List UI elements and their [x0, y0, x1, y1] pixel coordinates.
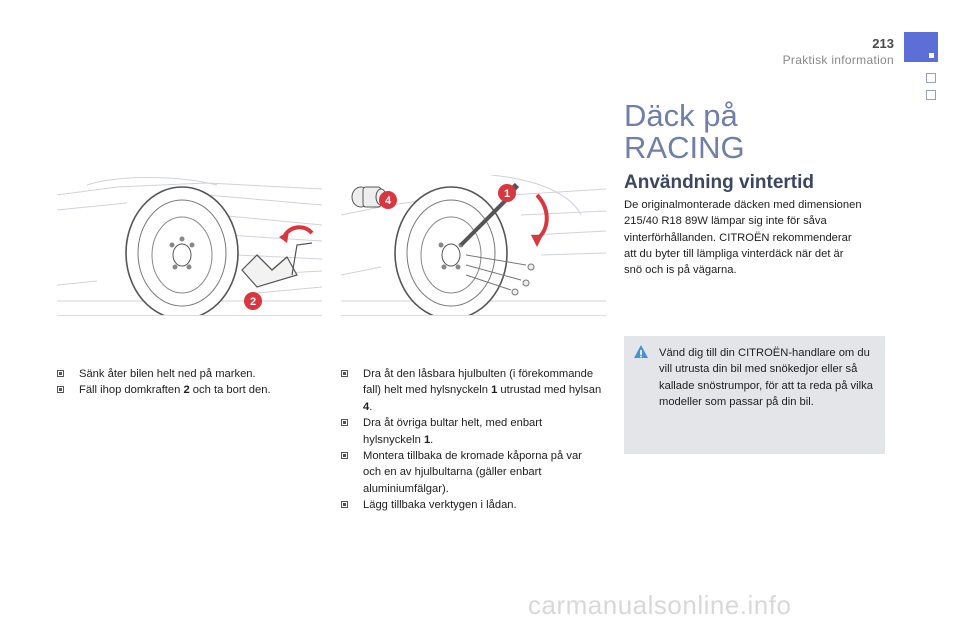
section-heading: Användning vintertid	[624, 172, 814, 193]
chapter-tab-active[interactable]	[904, 32, 938, 62]
page-title: Däck på RACING	[624, 100, 745, 164]
page-title-line1: Däck på	[624, 98, 738, 133]
checkbox-bullet-icon	[341, 370, 348, 377]
section-label: Praktisk information	[782, 53, 894, 67]
instruction-list-left: Sänk åter bilen helt ned på marken. Fäll…	[57, 366, 322, 399]
figure-divider	[341, 315, 606, 316]
list-item: Fäll ihop domkraften 2 och ta bort den.	[57, 382, 322, 398]
checkbox-bullet-icon	[341, 419, 348, 427]
info-icon	[634, 345, 648, 358]
watermark: carmanualsonline.info	[528, 590, 792, 620]
figure-lower-jack: 2	[57, 175, 322, 315]
page-number: 213	[872, 36, 894, 51]
list-item: Montera tillbaka de kromade kåporna på v…	[341, 448, 603, 497]
callout-4-label: 4	[385, 195, 392, 207]
wheel-illustration	[394, 186, 508, 315]
callout-4	[379, 191, 397, 209]
figure-divider	[57, 315, 322, 316]
intro-paragraph: De originalmonterade däcken med dimensio…	[624, 199, 862, 277]
instruction-list-right: Dra åt den låsbara hjulbulten (i förekom…	[341, 366, 603, 514]
page-title-line2: RACING	[624, 130, 745, 165]
callout-2	[244, 292, 262, 310]
checkbox-bullet-icon	[341, 501, 348, 509]
list-item: Dra åt övriga bultar helt, med enbart hy…	[341, 415, 603, 448]
figure-tighten-bolts: 1 4	[341, 175, 606, 315]
checkbox-bullet-icon	[57, 370, 64, 377]
wheel-illustration	[125, 186, 239, 315]
info-text: Vänd dig till din CITROËN-handlare om du…	[659, 347, 873, 409]
list-item: Dra åt den låsbara hjulbulten (i förekom…	[341, 366, 603, 415]
list-item: Sänk åter bilen helt ned på marken.	[57, 366, 322, 382]
checkbox-bullet-icon	[57, 386, 64, 394]
info-box: Vänd dig till din CITROËN-handlare om du…	[624, 336, 885, 454]
checkbox-bullet-icon	[341, 452, 348, 460]
chapter-tab[interactable]	[926, 73, 936, 83]
callout-2-label: 2	[250, 296, 256, 308]
bolts-illustration	[465, 254, 535, 296]
list-item: Lägg tillbaka verktygen i lådan.	[341, 497, 603, 513]
jack-illustration	[241, 242, 313, 288]
callout-1-label: 1	[504, 188, 510, 200]
callout-1	[498, 184, 516, 202]
chapter-tab[interactable]	[926, 90, 936, 100]
